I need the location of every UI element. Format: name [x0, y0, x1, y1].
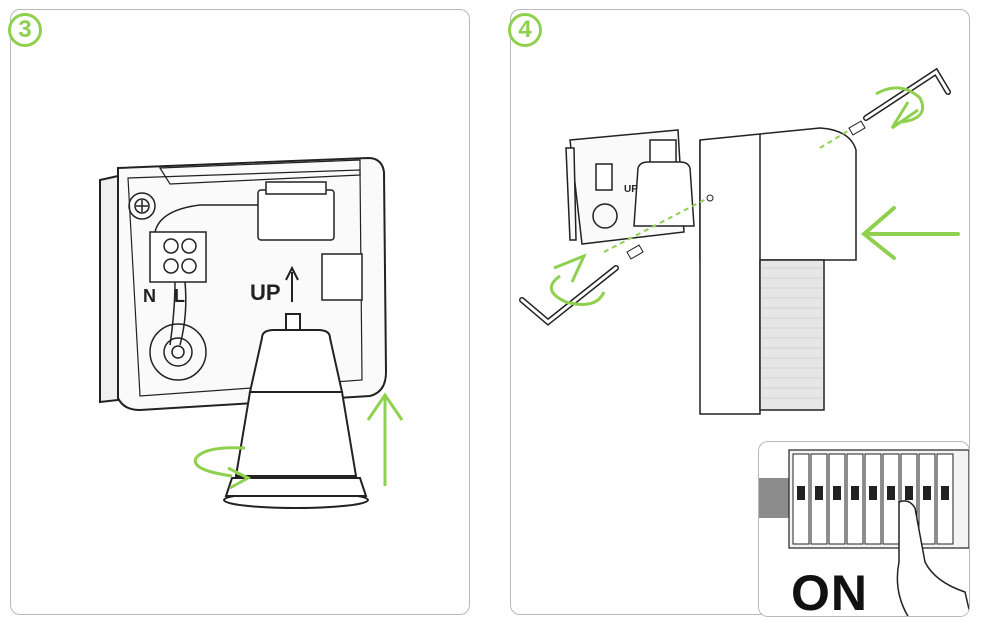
screw-right: [848, 120, 866, 136]
up-label-small: UP: [624, 184, 638, 195]
step-3-number: 3: [18, 16, 32, 43]
push-arrow-icon: [860, 206, 960, 260]
up-label: UP: [250, 280, 281, 305]
step-3-panel: [10, 9, 470, 615]
terminal-block: [149, 231, 207, 283]
rotate-arrow-icon-left: [549, 274, 606, 306]
side-bracket: [321, 253, 363, 301]
lamp-socket: [257, 181, 335, 241]
step-3-badge: 3: [8, 13, 42, 47]
step-4-number: 4: [518, 16, 532, 43]
neutral-label: N: [143, 286, 156, 306]
breaker-inset: ON: [758, 441, 970, 617]
step-4-badge: 4: [508, 13, 542, 47]
push-up-arrow-icon: [366, 392, 404, 486]
hand-icon: [896, 500, 969, 616]
screw-left: [626, 244, 644, 260]
rotate-arrow-icon: [193, 446, 246, 478]
on-label: ON: [791, 565, 868, 617]
step-4-panel: [510, 9, 970, 615]
rotate-arrow-icon-right: [875, 86, 925, 124]
live-label: L: [174, 286, 185, 306]
breaker-panel: [759, 449, 969, 616]
gu10-bulb: [223, 313, 369, 509]
fixture-housing: [699, 127, 857, 415]
up-arrow-icon: [285, 265, 299, 302]
cable-entry: [149, 323, 207, 381]
fixture-small: [565, 129, 695, 245]
screw-icon: [128, 192, 156, 220]
